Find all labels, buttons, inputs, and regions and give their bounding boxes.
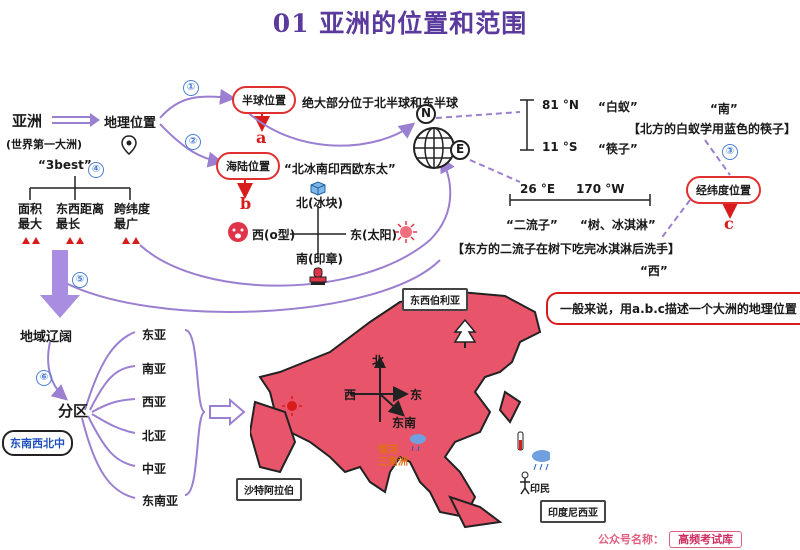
map-southeast-label: 东南 [392,416,417,430]
stamp-icon [309,267,327,285]
indonesia-label: 印度尼西亚 [540,500,606,523]
ganges-label: 恒河 三角洲 [378,445,408,468]
lon-east-name: “二流子” [506,218,558,232]
step-5-number: ⑤ [72,272,88,288]
watermark-name: 高频考试库 [669,531,743,548]
south-tag: “南” [710,102,738,116]
step-6-number: ⑥ [36,370,52,386]
globe-e-label: E [456,142,465,156]
rain-cloud-icon [532,450,550,471]
three-best-item-area: 面积 最大 [18,202,43,231]
lat-north-value: 81 °N [542,98,579,112]
division-mnemonic: 东南西北中 [2,430,73,456]
map-north-label: 北 [372,354,385,368]
asia-label: 亚洲 [12,112,43,130]
ice-cube-icon [310,181,326,196]
rain-cloud-icon-2 [410,434,426,452]
letter-a: a [256,128,267,147]
location-pin-icon [121,135,137,155]
globe-n-label: N [421,106,432,120]
step-4-number: ④ [88,162,104,178]
siberia-label: 东西伯利亚 [402,288,468,311]
watermark: 公众号名称： 高频考试库 [598,528,743,548]
latlon-bubble: 经纬度位置 [686,176,761,204]
north-mnemonic: 【北方的白蚁学用蓝色的筷子】 [628,120,796,137]
lon-west-value: 170 °W [576,182,625,196]
lat-north-name: “白蚁” [598,100,638,114]
asia-subtitle: (世界第一大洲) [6,138,83,151]
tree-icon [453,318,477,348]
lat-south-value: 11 °S [542,140,578,154]
step-2-number: ② [185,134,201,150]
red-triangle-markers [22,237,140,244]
compass-west-label: 西(o型) [252,228,296,242]
saudi-label: 沙特阿拉伯 [236,478,302,501]
lon-west-name: “树、冰淇淋” [580,218,656,232]
o-type-face-icon [228,222,248,242]
watermark-label: 公众号名称： [598,533,664,546]
region-north-asia: 北亚 [142,429,167,443]
vast-label: 地域辽阔 [20,330,73,345]
letter-b: b [240,194,252,213]
lat-south-name: “筷子” [598,142,638,156]
three-best-label: “3best” [38,158,92,172]
step-1-number: ① [183,80,199,96]
globe-icon [413,104,470,169]
abc-note: 一般来说，用a.b.c描述一个大洲的地理位置 [546,292,800,325]
three-best-item-lat: 跨纬度 最广 [114,202,151,231]
geo-position-label: 地理位置 [104,116,157,131]
division-label: 分区 [58,402,89,420]
sun-icon [395,221,417,243]
three-best-item-ew: 东西距离 最长 [56,202,105,231]
abc-note-text: 一般来说，用a.b.c描述一个大洲的地理位置 [560,302,797,316]
compass-south-label: 南(印章) [296,252,343,266]
india-people-label: 印民 [530,484,550,495]
thermometer-icon [517,431,524,451]
asia-map [250,290,550,529]
north-mnemonic-text: 【北方的白蚁学用蓝色的筷子】 [628,122,797,136]
letter-c: c [724,214,734,233]
region-east-asia: 东亚 [142,328,167,342]
map-east-label: 东 [410,388,423,402]
west-tag: “西” [640,264,668,278]
hemisphere-bubble: 半球位置 [232,86,296,114]
region-south-asia: 南亚 [142,362,167,376]
lon-east-value: 26 °E [520,182,556,196]
step-3-number: ③ [722,144,738,160]
map-sun-icon [282,396,302,416]
region-central-asia: 中亚 [142,462,167,476]
hemisphere-text: 绝大部分位于北半球和东半球 [302,96,459,110]
land-sea-text: “北冰南印西欧东太” [284,162,396,176]
land-sea-bubble: 海陆位置 [216,152,280,180]
map-west-label: 西 [344,388,357,402]
person-icon [520,471,530,495]
region-west-asia: 西亚 [142,395,167,409]
page-title: 01 亚洲的位置和范围 [272,9,528,38]
compass-north-label: 北(冰块) [296,196,343,210]
compass-east-label: 东(太阳) [350,228,397,242]
east-mnemonic: 【东方的二流子在树下吃完冰淇淋后洗手】 [452,242,681,256]
region-southeast-asia: 东南亚 [142,494,179,508]
